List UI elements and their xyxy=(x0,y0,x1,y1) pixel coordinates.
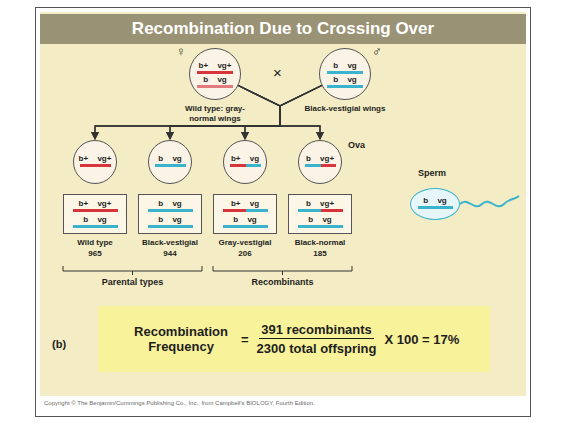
chromosome-bar xyxy=(73,209,96,212)
offspring-box: b+ vg+b vgWild type965 xyxy=(63,194,127,234)
annotation: (b) xyxy=(52,338,66,350)
chromosome-bar xyxy=(246,209,269,212)
symbol: ♂ xyxy=(372,44,382,59)
chromosome-bar xyxy=(298,225,321,228)
slide-title: Recombination Due to Crossing Over xyxy=(40,19,526,39)
symbol: × xyxy=(273,64,282,81)
chromosome-bar xyxy=(155,164,171,167)
chromosome-bar xyxy=(418,206,436,209)
chromosome-bar xyxy=(215,71,233,74)
annotation: Recombinants xyxy=(213,277,352,287)
chromosome-bar xyxy=(148,209,171,212)
allele-label: b vg xyxy=(320,61,370,70)
chromosome-bar xyxy=(96,225,119,228)
allele-label: b+ vg xyxy=(224,154,266,163)
slide-frame xyxy=(36,8,531,417)
allele-label: b vg+ xyxy=(289,199,351,208)
allele-label: b vg xyxy=(139,215,201,224)
chromosome-bar xyxy=(321,164,337,167)
chromosome-bar xyxy=(246,164,262,167)
phenotype-label: Wild type: gray-normal wings xyxy=(174,104,256,124)
chromosome-bar xyxy=(230,164,246,167)
chromosome-bar xyxy=(171,225,194,228)
chromosome-bar xyxy=(298,209,321,212)
formula-sign: = xyxy=(233,332,257,347)
offspring-box: b+ vgb vgGray-vestigial206 xyxy=(213,194,277,234)
offspring-count: 185 xyxy=(283,249,357,259)
chromosome-bar xyxy=(223,209,246,212)
chromosome-bar xyxy=(436,206,454,209)
chromosome-bar xyxy=(321,209,344,212)
cell-circle: b vg+ xyxy=(298,140,342,184)
sperm-tail xyxy=(460,196,519,206)
fraction: 391 recombinants2300 total offspring xyxy=(257,322,377,356)
cell-circle: b+ vg+b vgWild type: gray-normal wings xyxy=(189,48,241,100)
chromosome-bar xyxy=(305,164,321,167)
chromosome-bar xyxy=(345,71,363,74)
phenotype-label: Gray-vestigial xyxy=(208,238,282,248)
chromosome-bar xyxy=(246,225,269,228)
chromosome-bar xyxy=(327,71,345,74)
panel xyxy=(40,12,526,396)
title-band xyxy=(40,14,526,44)
bracket xyxy=(213,266,352,275)
chromosome-bar xyxy=(327,85,345,88)
allele-label: b vg xyxy=(149,154,191,163)
allele-label: b vg xyxy=(320,75,370,84)
cell-circle: b vgb vgBlack-vestigial wings xyxy=(319,48,371,100)
chromosome-bar xyxy=(171,164,187,167)
sperm-cell: b vg xyxy=(410,188,460,220)
annotation: Ova xyxy=(348,140,365,150)
annotation: Sperm xyxy=(418,168,446,178)
chromosome-bar xyxy=(223,225,246,228)
offspring-count: 206 xyxy=(208,249,282,259)
bracket xyxy=(63,266,202,275)
chromosome-bar xyxy=(345,85,363,88)
denominator: 2300 total offspring xyxy=(257,339,377,356)
phenotype-label: Black-normal xyxy=(283,238,357,248)
formula-result: X 100 = 17% xyxy=(377,332,460,347)
copyright-note: Copyright © The Benjamin/Cummings Publis… xyxy=(44,400,315,406)
allele-label: b vg xyxy=(64,215,126,224)
cell-circle: b vg xyxy=(148,140,192,184)
allele-label: b+ vg+ xyxy=(190,61,240,70)
annotation: Parental types xyxy=(63,277,202,287)
allele-label: b vg xyxy=(190,75,240,84)
formula-band: Recombination Frequency=391 recombinants… xyxy=(129,322,459,356)
numerator: 391 recombinants xyxy=(259,322,374,339)
allele-label: b vg xyxy=(214,215,276,224)
allele-label: b vg xyxy=(411,196,459,205)
chromosome-bar xyxy=(96,209,119,212)
chromosome-bar xyxy=(148,225,171,228)
offspring-count: 965 xyxy=(58,249,132,259)
symbol: ♀ xyxy=(176,44,186,59)
allele-label: b+ vg xyxy=(214,199,276,208)
allele-label: b+ vg+ xyxy=(74,154,116,163)
phenotype-label: Wild type xyxy=(58,238,132,248)
phenotype-label: Black-vestigial xyxy=(133,238,207,248)
cross-arrow xyxy=(95,85,280,139)
cell-circle: b+ vg xyxy=(223,140,267,184)
chromosome-bar xyxy=(197,85,215,88)
formula-highlight xyxy=(98,306,490,372)
allele-label: b vg xyxy=(139,199,201,208)
chromosome-bar xyxy=(215,85,233,88)
chromosome-bar xyxy=(73,225,96,228)
chromosome-bar xyxy=(171,209,194,212)
cross-arrow xyxy=(170,85,322,139)
allele-label: b vg xyxy=(289,215,351,224)
chromosome-bar xyxy=(96,164,112,167)
formula-term: Recombination Frequency xyxy=(129,324,233,354)
allele-label: b vg+ xyxy=(299,154,341,163)
chromosome-bar xyxy=(197,71,215,74)
offspring-box: b vg+b vgBlack-normal185 xyxy=(288,194,352,234)
chromosome-bar xyxy=(321,225,344,228)
cell-circle: b+ vg+ xyxy=(73,140,117,184)
allele-label: b+ vg+ xyxy=(64,199,126,208)
offspring-count: 944 xyxy=(133,249,207,259)
offspring-box: b vgb vgBlack-vestigial944 xyxy=(138,194,202,234)
phenotype-label: Black-vestigial wings xyxy=(304,104,386,114)
chromosome-bar xyxy=(80,164,96,167)
